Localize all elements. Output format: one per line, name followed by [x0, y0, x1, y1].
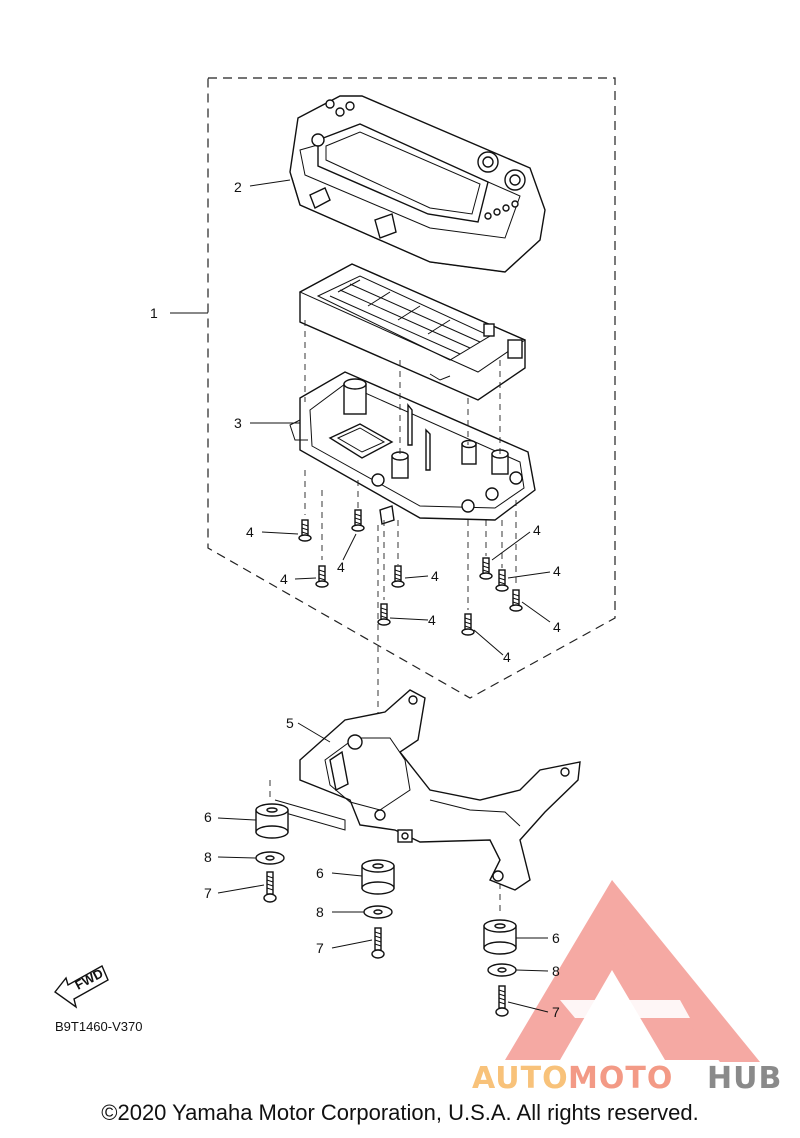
callout-4i: 4: [503, 649, 511, 665]
meter-lower-case: [289, 371, 536, 525]
callout-4a: 4: [246, 524, 254, 540]
callout-2: 2: [234, 179, 242, 195]
watermark-hub: HUB: [707, 1061, 782, 1096]
watermark-moto: MOTO: [568, 1061, 673, 1096]
bolt-7b: [371, 927, 385, 959]
alignment-lines: [269, 320, 517, 915]
callout-4b: 4: [337, 559, 345, 575]
callout-6c: 6: [552, 930, 560, 946]
callout-1: 1: [150, 305, 158, 321]
watermark-text: AUTO MOTO HUB: [472, 1061, 782, 1096]
callout-4e: 4: [428, 612, 436, 628]
callout-7b: 7: [316, 940, 324, 956]
washer-8c: [487, 963, 517, 977]
meter-cover: [289, 95, 546, 273]
callout-4g: 4: [553, 563, 561, 579]
callout-4d: 4: [431, 568, 439, 584]
callout-8c: 8: [552, 963, 560, 979]
callout-4f: 4: [533, 522, 541, 538]
watermark-logo: [505, 880, 760, 1062]
callout-7a: 7: [204, 885, 212, 901]
washer-8a: [255, 851, 285, 865]
callout-4h: 4: [553, 619, 561, 635]
screw-group-4: [298, 509, 523, 636]
copyright-notice: ©2020 Yamaha Motor Corporation, U.S.A. A…: [101, 1100, 699, 1125]
drawing-code: B9T1460-V370: [55, 1019, 142, 1034]
callout-6b: 6: [316, 865, 324, 881]
damper-6a: [255, 803, 289, 839]
meter-bracket: [299, 689, 581, 891]
callout-8a: 8: [204, 849, 212, 865]
callout-4c: 4: [280, 571, 288, 587]
callout-3: 3: [234, 415, 242, 431]
callout-8b: 8: [316, 904, 324, 920]
bolt-7c: [495, 985, 509, 1017]
fwd-arrow-icon: FWD: [53, 965, 109, 1009]
callout-6a: 6: [204, 809, 212, 825]
damper-6c: [483, 919, 517, 955]
callout-7c: 7: [552, 1004, 560, 1020]
washer-8b: [363, 905, 393, 919]
callout-5: 5: [286, 715, 294, 731]
damper-6b: [361, 859, 395, 895]
assembly-boundary: [207, 77, 616, 699]
meter-lcd-board: [298, 263, 527, 401]
bolt-7a: [263, 871, 277, 903]
watermark-auto: AUTO: [472, 1061, 569, 1096]
